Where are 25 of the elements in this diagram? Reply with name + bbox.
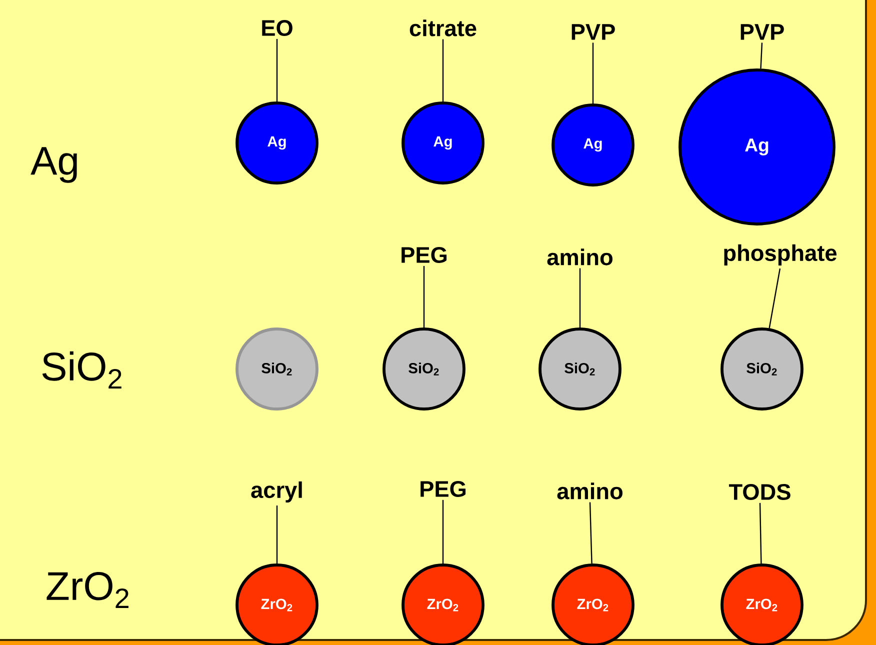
leader-line xyxy=(276,38,278,102)
leader-line xyxy=(442,39,444,102)
leader-line xyxy=(592,42,594,104)
coating-label: PVP xyxy=(572,24,615,40)
coating-label: TODS xyxy=(728,484,790,500)
leader-line xyxy=(442,500,444,564)
coating-label: citrate xyxy=(410,20,476,36)
coating-label: phosphate xyxy=(724,244,837,266)
coating-label: EO xyxy=(262,20,292,36)
leader-line xyxy=(579,268,581,328)
coating-label: PVP xyxy=(740,24,784,40)
coating-label: acryl xyxy=(251,481,302,503)
row-label: Ag xyxy=(30,147,77,183)
leader-line xyxy=(276,505,278,564)
row-label: ZrO$_{2}$ xyxy=(46,572,128,608)
leader-line xyxy=(589,502,592,564)
row-label: SiO$_{2}$ xyxy=(42,351,122,389)
coating-label: PEG xyxy=(420,480,466,498)
coating-label: amino xyxy=(557,482,622,500)
coating-label: amino xyxy=(547,248,612,266)
leader-line xyxy=(768,268,781,328)
leader-line xyxy=(759,502,762,564)
leader-line xyxy=(760,42,763,69)
leader-line xyxy=(423,266,425,328)
coating-label: PEG xyxy=(402,246,447,264)
